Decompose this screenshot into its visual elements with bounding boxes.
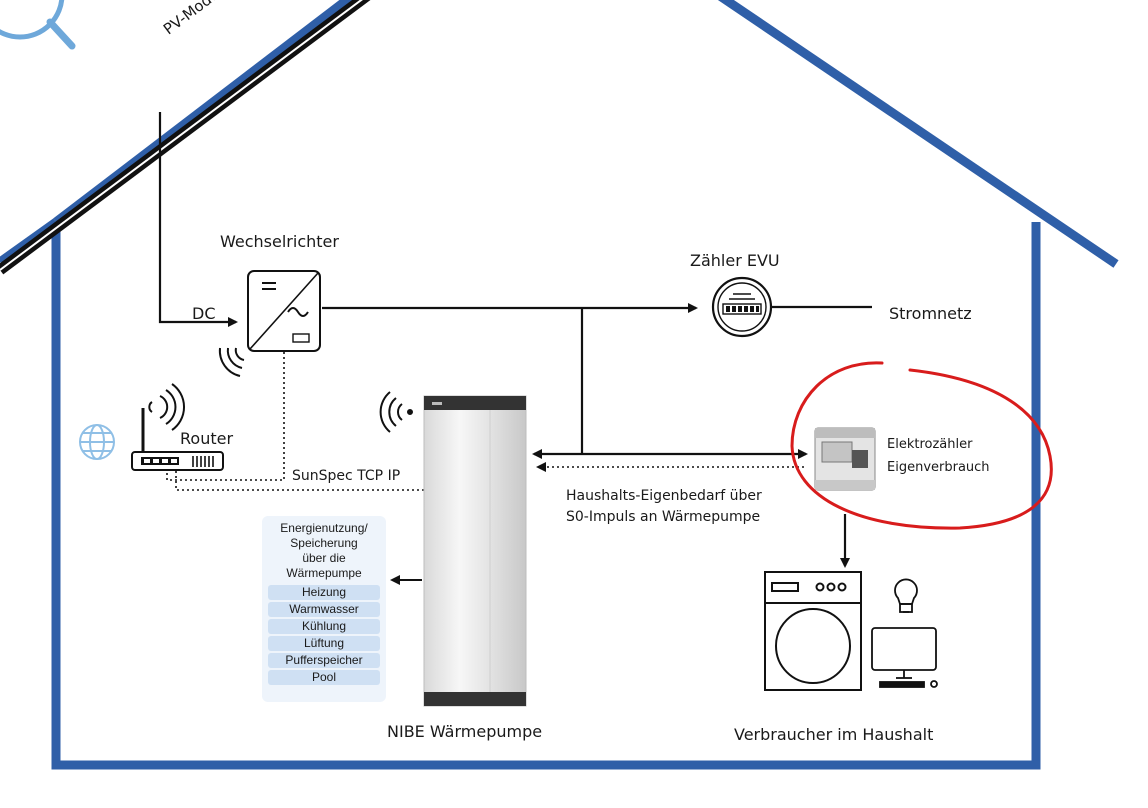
inverter-device — [247, 270, 321, 352]
heat-pump-wifi-icon — [379, 391, 413, 433]
router-device — [131, 408, 224, 471]
lightbulb-icon — [894, 578, 918, 613]
heat-pump-label: NIBE Wärmepumpe — [387, 722, 543, 741]
energy-use-panel: Energienutzung/ Speicherung über die Wär… — [262, 516, 386, 702]
router-wifi-icon — [148, 383, 185, 431]
computer-icon — [871, 627, 938, 688]
sub-meter-device — [814, 427, 876, 491]
washing-machine-icon — [764, 571, 862, 691]
energy-use-list: Heizung Warmwasser Kühlung Lüftung Puffe… — [262, 585, 386, 685]
consumers-label: Verbraucher im Haushalt — [734, 725, 934, 744]
house-outline — [0, 0, 1119, 770]
inverter-label: Wechselrichter — [220, 232, 339, 251]
internet-globe-icon — [79, 424, 115, 460]
energy-use-item: Kühlung — [268, 619, 380, 634]
energy-use-item: Lüftung — [268, 636, 380, 651]
s0-label-line2: S0-Impuls an Wärmepumpe — [566, 509, 761, 525]
evu-meter-device — [711, 276, 773, 338]
pv-modules-strip — [0, 0, 371, 275]
meter-evu-label: Zähler EVU — [690, 251, 780, 270]
energy-use-item: Heizung — [268, 585, 380, 600]
sub-meter-label-line1: Elektrozähler — [887, 437, 973, 452]
sunspec-network-lines — [166, 352, 424, 491]
dc-line — [158, 112, 238, 327]
heat-pump-device — [423, 395, 527, 707]
sunspec-label: SunSpec TCP IP — [292, 468, 401, 484]
inverter-wifi-icon — [218, 347, 245, 377]
dc-label: DC — [192, 304, 216, 323]
grid-label: Stromnetz — [889, 304, 972, 323]
energy-panel-title: Energienutzung/ Speicherung über die Wär… — [280, 521, 368, 580]
energy-use-item: Pufferspeicher — [268, 653, 380, 668]
sub-meter-label-line2: Eigenverbrauch — [887, 460, 990, 475]
s0-label-line1: Haushalts-Eigenbedarf über — [566, 488, 762, 504]
highlight-circle — [790, 361, 1053, 530]
energy-use-item: Pool — [268, 670, 380, 685]
search-globe-partial-icon — [0, 0, 76, 50]
energy-use-item: Warmwasser — [268, 602, 380, 617]
ac-branch-line — [532, 308, 808, 459]
router-label: Router — [180, 429, 234, 448]
